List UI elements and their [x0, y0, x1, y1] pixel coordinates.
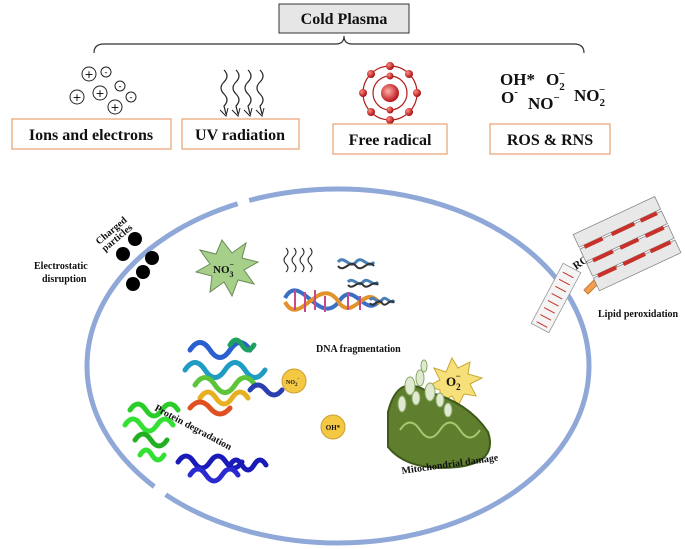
- svg-text:-: -: [129, 93, 132, 103]
- formula-no2: NO2−: [574, 84, 606, 109]
- particle: -: [125, 91, 137, 103]
- svg-text:NO2-: NO2-: [286, 377, 300, 388]
- dna-fragmentation-label: DNA fragmentation: [316, 344, 401, 355]
- formula-o: O-: [501, 86, 518, 107]
- formula-oh: OH*: [500, 70, 535, 89]
- no2-circle: NO2-: [281, 368, 307, 394]
- agent-box-uv: UV radiation: [181, 118, 300, 150]
- formula-o2: O2−: [546, 68, 565, 93]
- protein-icon: [122, 401, 181, 463]
- no3-starburst: NO3−: [194, 239, 260, 298]
- cell-membrane: [84, 186, 592, 546]
- title-box: Cold Plasma: [278, 3, 410, 34]
- oh-circle: OH*: [320, 414, 346, 440]
- particle: +: [81, 66, 97, 82]
- electrostatic-label-1: Electrostatic: [34, 261, 88, 272]
- uv-waves-icon: [219, 69, 265, 117]
- formula-no: NO−: [528, 92, 560, 113]
- svg-text:Ions and electrons: Ions and electrons: [29, 127, 153, 144]
- particle: +: [69, 89, 85, 105]
- protein-icon: [175, 453, 269, 484]
- svg-text:OH*: OH*: [326, 424, 341, 432]
- mitochondrion-icon: [387, 359, 491, 469]
- svg-text:NO3−: NO3−: [213, 260, 235, 279]
- agent-box-ros-rns: ROS & RNS: [489, 123, 611, 155]
- svg-text:O2−: O2−: [446, 371, 461, 392]
- svg-text:Free radical: Free radical: [349, 132, 432, 149]
- svg-text:+: +: [95, 87, 104, 100]
- ros-rns-formulas-icon: OH* O2− NO2− O- NO−: [500, 68, 606, 113]
- svg-text:UV radiation: UV radiation: [195, 127, 285, 144]
- agent-box-ions: Ions and electrons: [11, 118, 172, 150]
- svg-text:ROS & RNS: ROS & RNS: [507, 132, 593, 149]
- lipid-bilayer-membrane: [530, 262, 582, 334]
- lipid-peroxidation-icon: [572, 196, 682, 292]
- brace-connector: [93, 35, 585, 54]
- particle: -: [100, 66, 112, 78]
- dna-icon: [283, 258, 396, 312]
- protein-icon: [182, 337, 285, 417]
- svg-text:+: +: [110, 101, 119, 114]
- title-text: Cold Plasma: [301, 11, 388, 28]
- svg-text:+: +: [72, 91, 81, 104]
- electrostatic-label-2: disruption: [42, 274, 87, 285]
- atom-icon: [359, 62, 421, 124]
- svg-text:+: +: [84, 68, 93, 81]
- lipid-peroxidation-label: Lipid peroxidation: [598, 309, 679, 320]
- svg-text:-: -: [118, 82, 121, 92]
- agent-box-free-radical: Free radical: [332, 123, 448, 155]
- particle: +: [107, 99, 123, 115]
- charged-particles-icon: + - + + - + -: [69, 66, 137, 115]
- charged-particle-dots: [116, 232, 159, 291]
- svg-text:-: -: [104, 68, 107, 78]
- particle: -: [114, 80, 126, 92]
- uv-waves-small-icon: [283, 247, 313, 273]
- particle: +: [92, 85, 108, 101]
